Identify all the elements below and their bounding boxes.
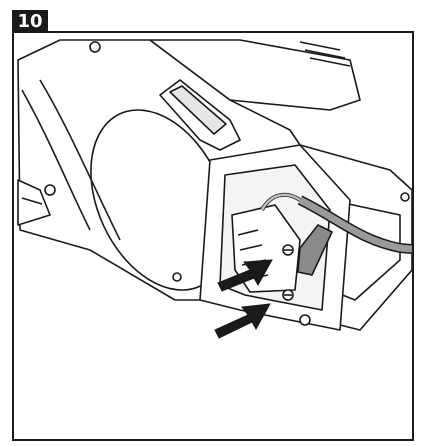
terminal-block-slots [237, 229, 269, 281]
step-number-badge: 10 [12, 10, 48, 34]
handle-foot-inner [21, 197, 43, 205]
lid-latch-inner [169, 85, 227, 135]
cable-clamp [297, 224, 333, 276]
rear-block [149, 39, 361, 111]
housing-contour-1 [21, 89, 91, 231]
mounting-screw-compartment [299, 314, 311, 326]
cable-fill [298, 196, 412, 253]
housing-contour-2 [39, 79, 121, 241]
mounting-screw-right [400, 192, 410, 202]
handle-foot [17, 179, 51, 226]
mounting-screw-side [44, 184, 56, 196]
cable-wire-1-fill [260, 193, 301, 211]
mounting-screw-bottom [172, 272, 182, 282]
insertion-arrow-upper [217, 259, 273, 292]
rear-fins [299, 41, 351, 67]
mounting-screw-top [89, 41, 101, 53]
insertion-arrow-lower [214, 303, 271, 339]
